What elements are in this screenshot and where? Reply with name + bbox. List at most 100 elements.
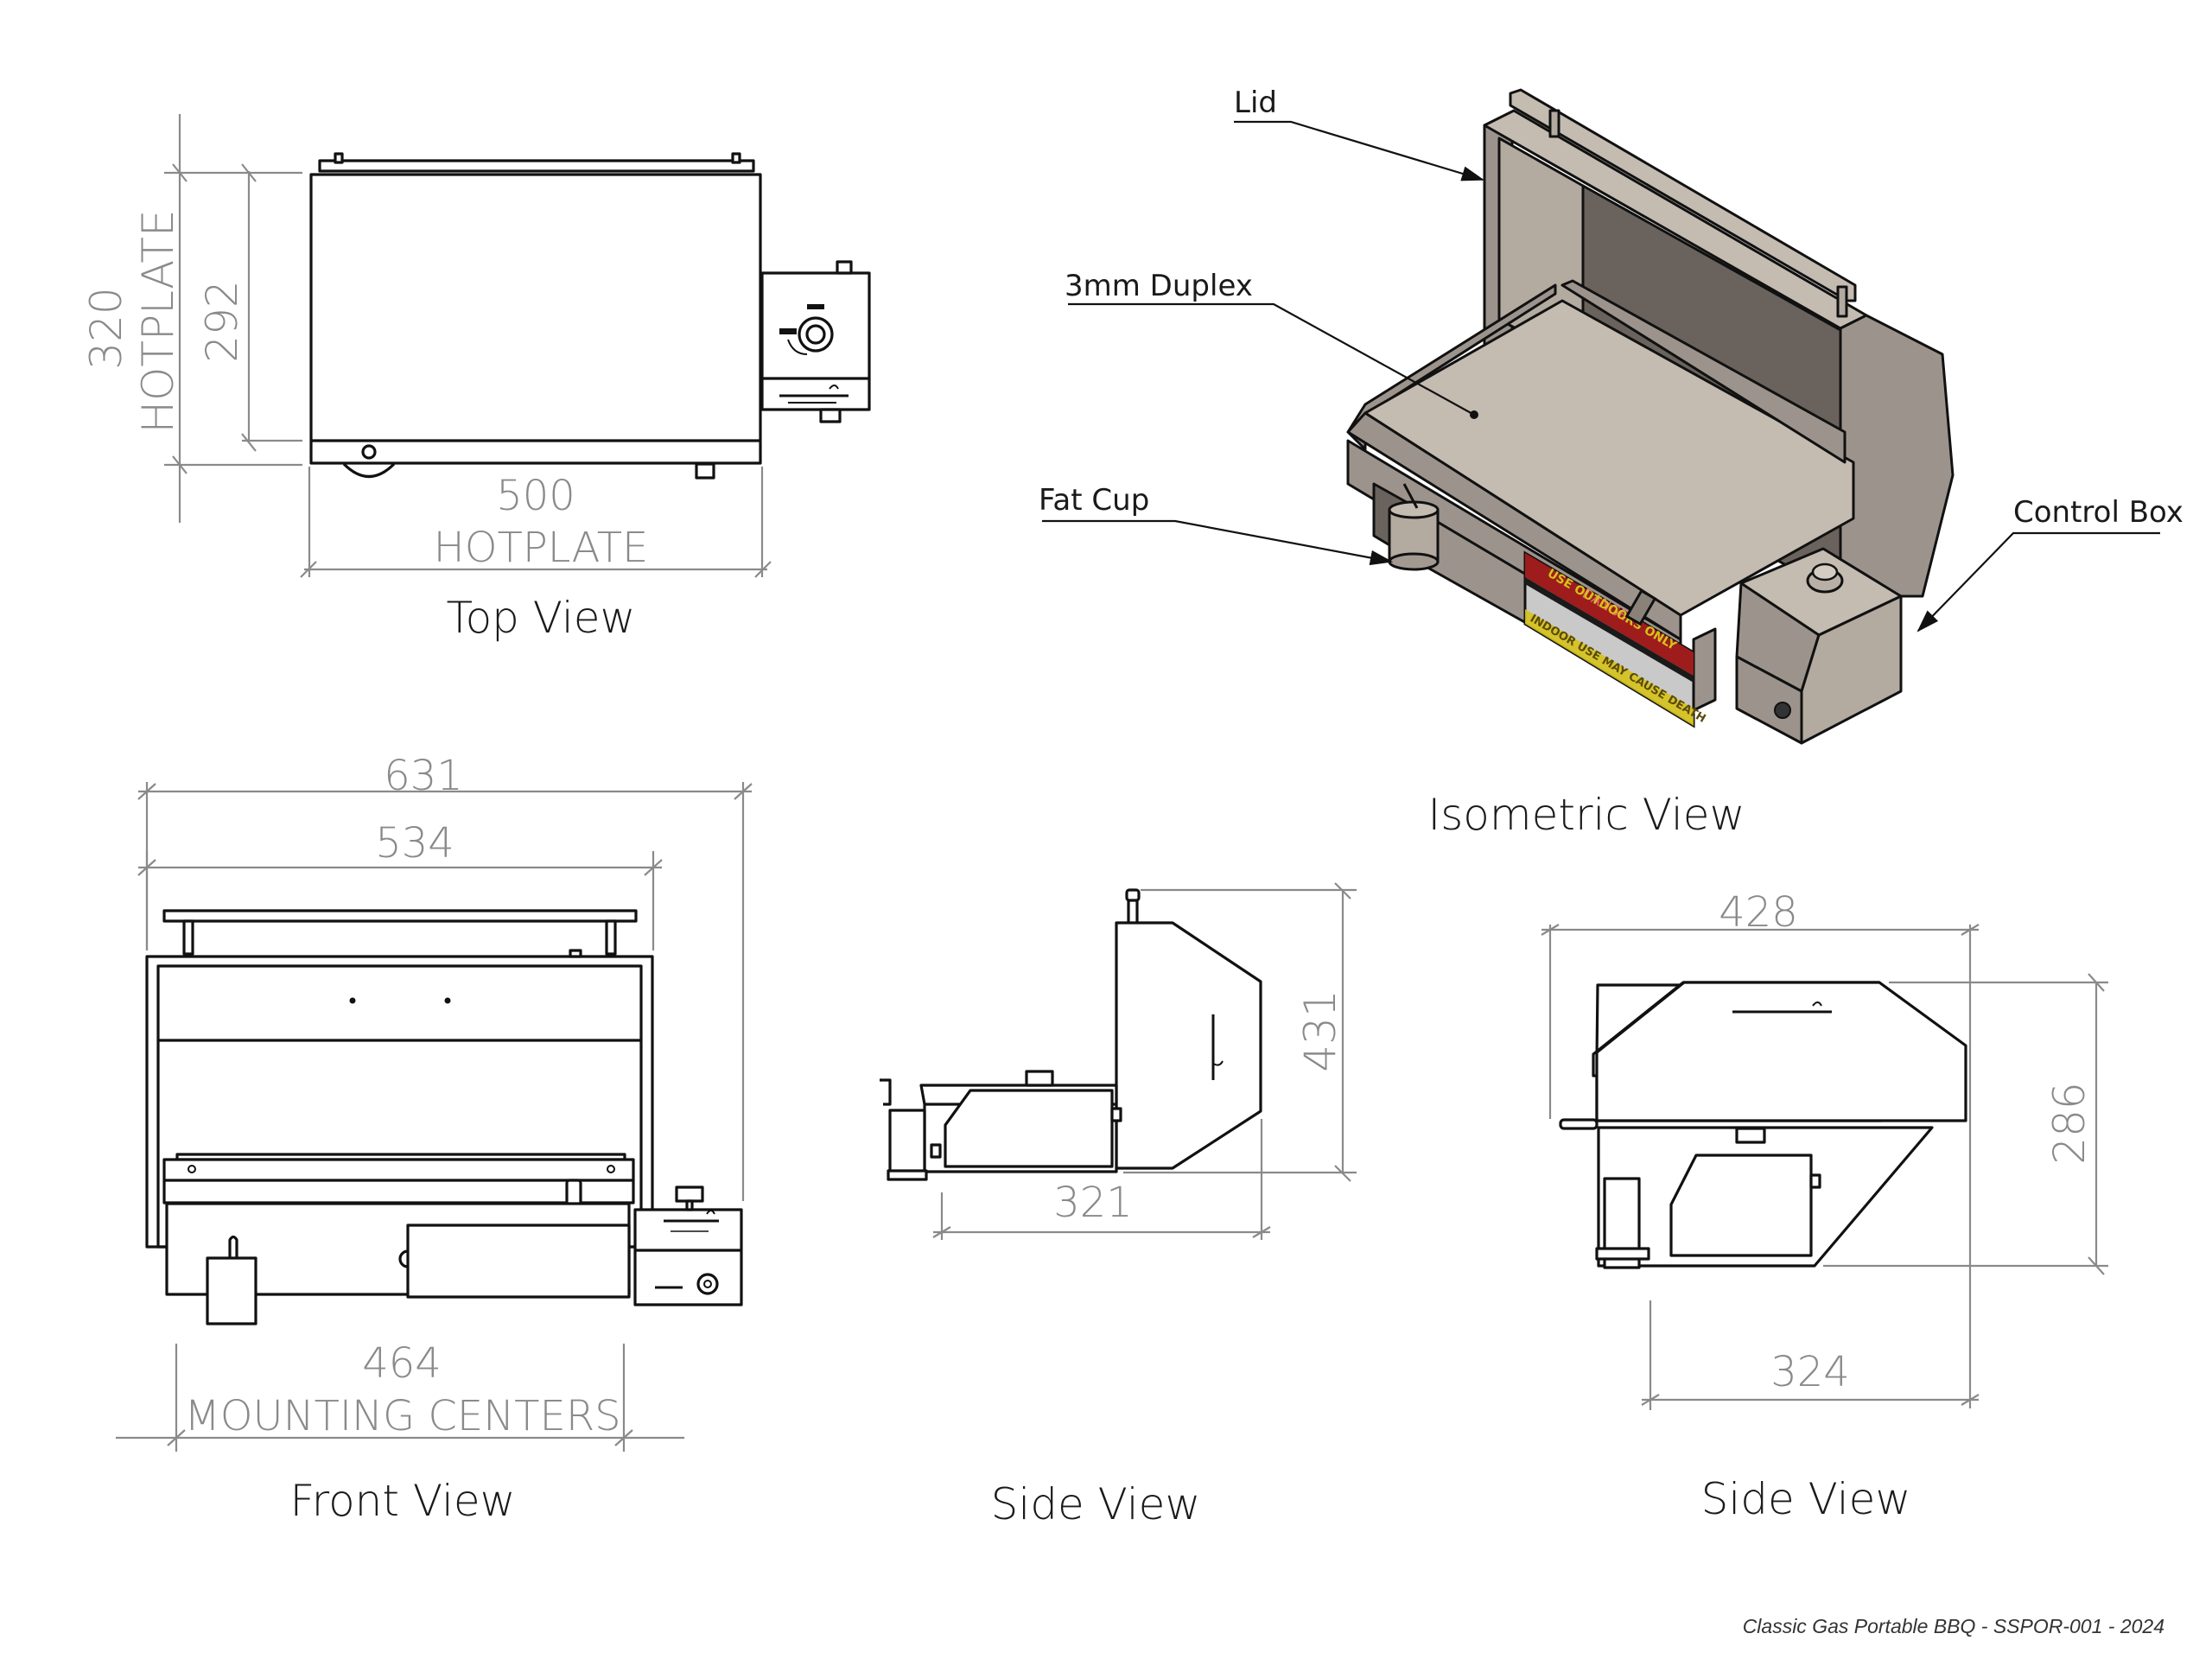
callout-hotplate-label: 3mm Duplex xyxy=(1065,269,1253,303)
side2-hinge xyxy=(1809,1173,1821,1189)
front-fat-cup xyxy=(206,1256,257,1325)
top-view: 320 HOTPLATE 292 500 HOTPLATE Top View xyxy=(81,114,871,643)
front-lid-dot-1 xyxy=(349,997,356,1004)
iso-lid-handle-post-2 xyxy=(1836,285,1848,318)
iso-tray-back-rim xyxy=(1560,279,1847,464)
callout-lid-label: Lid xyxy=(1234,86,1277,120)
iso-latch xyxy=(1624,588,1657,626)
top-lid-post-right xyxy=(731,152,741,164)
iso-control-box xyxy=(1735,547,1903,745)
side-view-open: 431 321 Side View xyxy=(880,882,1357,1529)
side1-hinge xyxy=(1110,1107,1122,1122)
isometric-view: DANGER USE OUTDOORS ONLY INDOOR USE MAY … xyxy=(1039,86,2183,840)
side2-burner-box xyxy=(1669,1154,1813,1257)
control-knob-icon xyxy=(779,304,834,355)
iso-body-post xyxy=(1692,627,1717,712)
front-burner-cover xyxy=(406,1224,631,1299)
front-view-caption: Front View xyxy=(289,1476,515,1526)
front-regulator-stem xyxy=(685,1199,694,1211)
side1-bracket-foot xyxy=(887,1169,928,1181)
dim-320 xyxy=(164,114,302,523)
top-hotplate xyxy=(309,173,762,465)
front-regulator xyxy=(675,1185,704,1203)
callout-hotplate-leader xyxy=(1068,302,1475,416)
side1-logo-icon xyxy=(1211,1014,1224,1080)
dim-320-value: 320 xyxy=(81,287,131,369)
side2-logo-icon xyxy=(1732,1001,1832,1014)
dim-534-value: 534 xyxy=(375,819,454,868)
dim-431-value: 431 xyxy=(1295,989,1345,1071)
dim-431 xyxy=(1123,882,1357,1182)
top-gas-inlet xyxy=(819,408,842,423)
front-view: 631 534 464 MOUNTING CENTERS Front View xyxy=(116,752,753,1526)
iso-tray-front-rim xyxy=(1346,411,1682,641)
front-ignition-button xyxy=(696,1273,719,1295)
front-lid-rail xyxy=(162,909,638,923)
dim-500-label: HOTPLATE xyxy=(434,524,649,572)
dim-320-label: HOTPLATE xyxy=(133,209,183,433)
brand-logo-icon xyxy=(779,385,849,404)
iso-lid-handle xyxy=(1509,88,1857,302)
dim-324 xyxy=(1641,1300,1980,1410)
dim-286-value: 286 xyxy=(2044,1082,2094,1164)
callout-fat-cup-leader xyxy=(1042,519,1394,566)
side2-handle xyxy=(1559,1118,1599,1130)
front-fat-cup-hook xyxy=(228,1235,238,1258)
dim-321-value: 321 xyxy=(1053,1179,1133,1227)
dim-292-value: 292 xyxy=(197,280,247,362)
side-view-closed: 428 286 324 Side View xyxy=(1541,888,2108,1524)
callout-fat-cup-label: Fat Cup xyxy=(1039,483,1149,518)
dim-464 xyxy=(116,1344,684,1452)
front-lid-post-right xyxy=(605,919,617,956)
top-regulator-stub xyxy=(836,260,853,275)
side2-bracket-foot xyxy=(1595,1247,1650,1261)
dim-321 xyxy=(932,1119,1271,1240)
callout-hotplate-dot xyxy=(1470,410,1478,419)
dim-464-value: 464 xyxy=(362,1339,442,1388)
iso-lid-right-side xyxy=(1839,314,1955,598)
side1-clamp xyxy=(880,1078,892,1106)
front-tray-hole-right xyxy=(607,1165,615,1173)
top-latch xyxy=(695,462,715,480)
front-lid-post-left xyxy=(182,919,194,956)
dim-428-value: 428 xyxy=(1719,888,1798,937)
front-tray-hole-left xyxy=(188,1165,196,1173)
side-view-open-caption: Side View xyxy=(991,1479,1201,1529)
dim-631-value: 631 xyxy=(384,752,463,800)
callout-control-box-leader xyxy=(1916,531,2160,632)
side1-handle-knob xyxy=(1125,888,1141,902)
side-view-closed-caption: Side View xyxy=(1701,1474,1911,1524)
top-lid-post-left xyxy=(334,152,344,164)
front-ignition-inner xyxy=(703,1280,712,1288)
dim-286 xyxy=(1823,973,2108,1275)
dim-500 xyxy=(300,467,772,578)
front-screw xyxy=(398,1249,409,1268)
side1-bracket xyxy=(888,1109,926,1178)
dim-324-value: 324 xyxy=(1770,1348,1850,1396)
dim-428 xyxy=(1541,924,1980,1408)
dim-534 xyxy=(137,851,663,950)
top-drain-hole xyxy=(361,444,377,460)
side1-lid xyxy=(1115,921,1262,1170)
front-control-box xyxy=(633,1208,743,1306)
side1-knob-side xyxy=(930,1143,942,1159)
iso-lid-handle-post-1 xyxy=(1548,109,1560,138)
callout-lid-leader xyxy=(1234,120,1485,181)
drawing-footer: Classic Gas Portable BBQ - SSPOR-001 - 2… xyxy=(1743,1615,2164,1637)
callout-control-box-label: Control Box xyxy=(2013,495,2183,530)
side1-burner-box xyxy=(944,1089,1114,1168)
isometric-view-caption: Isometric View xyxy=(1428,790,1745,840)
top-fat-cup-outline xyxy=(342,462,396,478)
top-control-box xyxy=(760,271,871,411)
dim-292 xyxy=(241,163,302,452)
front-lid-knob xyxy=(569,949,582,958)
dim-464-label: MOUNTING CENTERS xyxy=(184,1392,620,1440)
front-lid-dot-2 xyxy=(444,997,451,1004)
side2-lid-body xyxy=(1595,981,1967,1122)
iso-fat-cup xyxy=(1388,483,1440,571)
top-lid-rail xyxy=(318,159,755,173)
side2-regulator xyxy=(1735,1127,1766,1144)
iso-tray-left-lip xyxy=(1346,283,1557,451)
dim-500-value: 500 xyxy=(496,472,575,520)
